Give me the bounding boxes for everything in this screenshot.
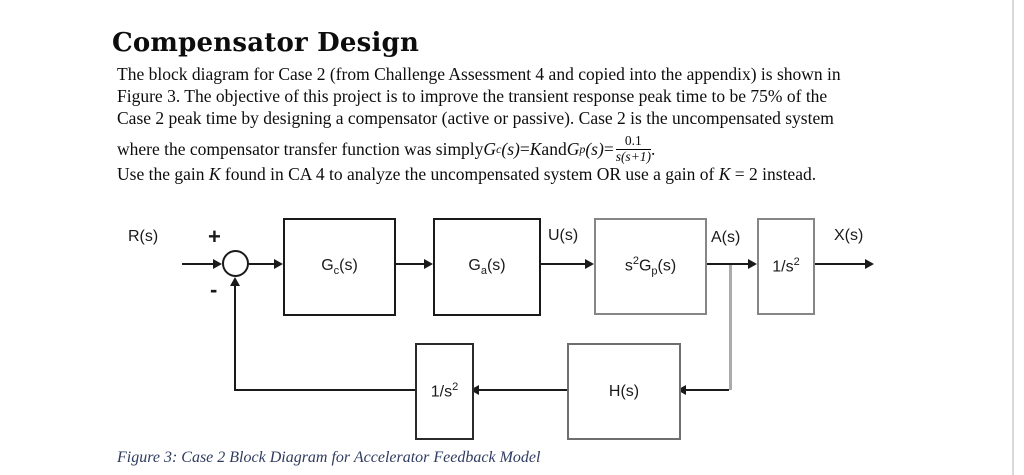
math-and: and bbox=[541, 139, 567, 159]
arrowhead-into-ga bbox=[424, 259, 433, 269]
arrowhead-into-h bbox=[677, 385, 686, 395]
block-gc-label: Gc(s) bbox=[321, 256, 358, 278]
line-gp-to-integrator bbox=[703, 263, 748, 265]
math-gp-sub: p bbox=[579, 142, 586, 156]
line-input bbox=[182, 263, 213, 265]
block-integrator-top-label: 1/s2 bbox=[772, 256, 800, 276]
line5-text-a: Use the gain bbox=[117, 164, 209, 184]
line5-text-b: found in CA 4 to analyze the uncompensat… bbox=[220, 164, 719, 184]
line-sum-to-gc bbox=[249, 263, 274, 265]
line-output bbox=[811, 263, 865, 265]
math-eq1: = bbox=[519, 139, 530, 159]
line-feedback-vertical bbox=[234, 286, 236, 391]
math-eq2: = bbox=[603, 139, 614, 159]
paragraph-line-1: The block diagram for Case 2 (from Chall… bbox=[117, 64, 841, 84]
math-gc-arg: (s) bbox=[501, 139, 520, 159]
arrowhead-into-integrator bbox=[748, 259, 757, 269]
block-integrator-top: 1/s2 bbox=[757, 218, 815, 315]
block-integrator-bottom-label: 1/s2 bbox=[430, 381, 459, 401]
math-gc-sub: c bbox=[496, 142, 502, 156]
math-k2: K bbox=[718, 164, 731, 184]
figure-caption: Figure 3: Case 2 Block Diagram for Accel… bbox=[117, 449, 541, 466]
line4-text: where the compensator transfer function … bbox=[117, 139, 484, 159]
paragraph-line-3: Case 2 peak time by designing a compensa… bbox=[117, 108, 834, 128]
line-h-to-integrator-bottom bbox=[479, 389, 567, 391]
math-k1: K bbox=[208, 164, 221, 184]
paragraph-line-5: Use the gain K found in CA 4 to analyze … bbox=[117, 163, 816, 185]
page-edge-divider bbox=[1012, 0, 1014, 475]
signal-label-x: X(s) bbox=[834, 227, 864, 244]
signal-label-u: U(s) bbox=[548, 227, 579, 244]
math-gp-arg: (s) bbox=[585, 139, 604, 159]
arrowhead-into-gc bbox=[274, 259, 283, 269]
block-integrator-bottom: 1/s2 bbox=[415, 343, 474, 440]
block-h: H(s) bbox=[567, 343, 681, 440]
fraction-numerator: 0.1 bbox=[615, 133, 652, 150]
paragraph-line-4: where the compensator transfer function … bbox=[117, 132, 655, 166]
math-k-var: K bbox=[529, 139, 542, 159]
signal-label-r: R(s) bbox=[128, 228, 159, 245]
pickoff-line-vertical bbox=[729, 265, 732, 390]
line-pickoff-to-h bbox=[686, 389, 729, 391]
signal-label-a: A(s) bbox=[711, 229, 741, 246]
arrowhead-into-sum-bottom bbox=[230, 277, 240, 286]
block-h-label: H(s) bbox=[608, 382, 640, 400]
fraction-denominator: s(s+1) bbox=[615, 148, 652, 164]
sum-minus-sign: - bbox=[210, 277, 218, 302]
summing-junction bbox=[222, 250, 249, 277]
block-gp: s2Gp(s) bbox=[594, 218, 707, 315]
sum-plus-sign: + bbox=[208, 224, 221, 249]
block-ga-label: Ga(s) bbox=[468, 256, 506, 278]
math-gc-var: G bbox=[483, 139, 497, 159]
math-gp-var: G bbox=[566, 139, 580, 159]
block-gp-label: s2Gp(s) bbox=[624, 255, 677, 278]
arrowhead-into-integrator-bottom bbox=[470, 385, 479, 395]
line5-text-c: = 2 instead. bbox=[730, 164, 817, 184]
paragraph-line-2: Figure 3. The objective of this project … bbox=[117, 86, 828, 106]
line-gc-to-ga bbox=[392, 263, 424, 265]
page-title: Compensator Design bbox=[112, 28, 420, 58]
line4-period: . bbox=[651, 139, 656, 159]
arrowhead-into-gp bbox=[585, 259, 594, 269]
arrowhead-output bbox=[865, 259, 874, 269]
arrowhead-into-sum bbox=[213, 259, 222, 269]
line-ga-to-gp bbox=[537, 263, 585, 265]
block-gc: Gc(s) bbox=[283, 218, 396, 316]
block-ga: Ga(s) bbox=[433, 218, 541, 316]
line-feedback-horizontal bbox=[236, 389, 415, 391]
